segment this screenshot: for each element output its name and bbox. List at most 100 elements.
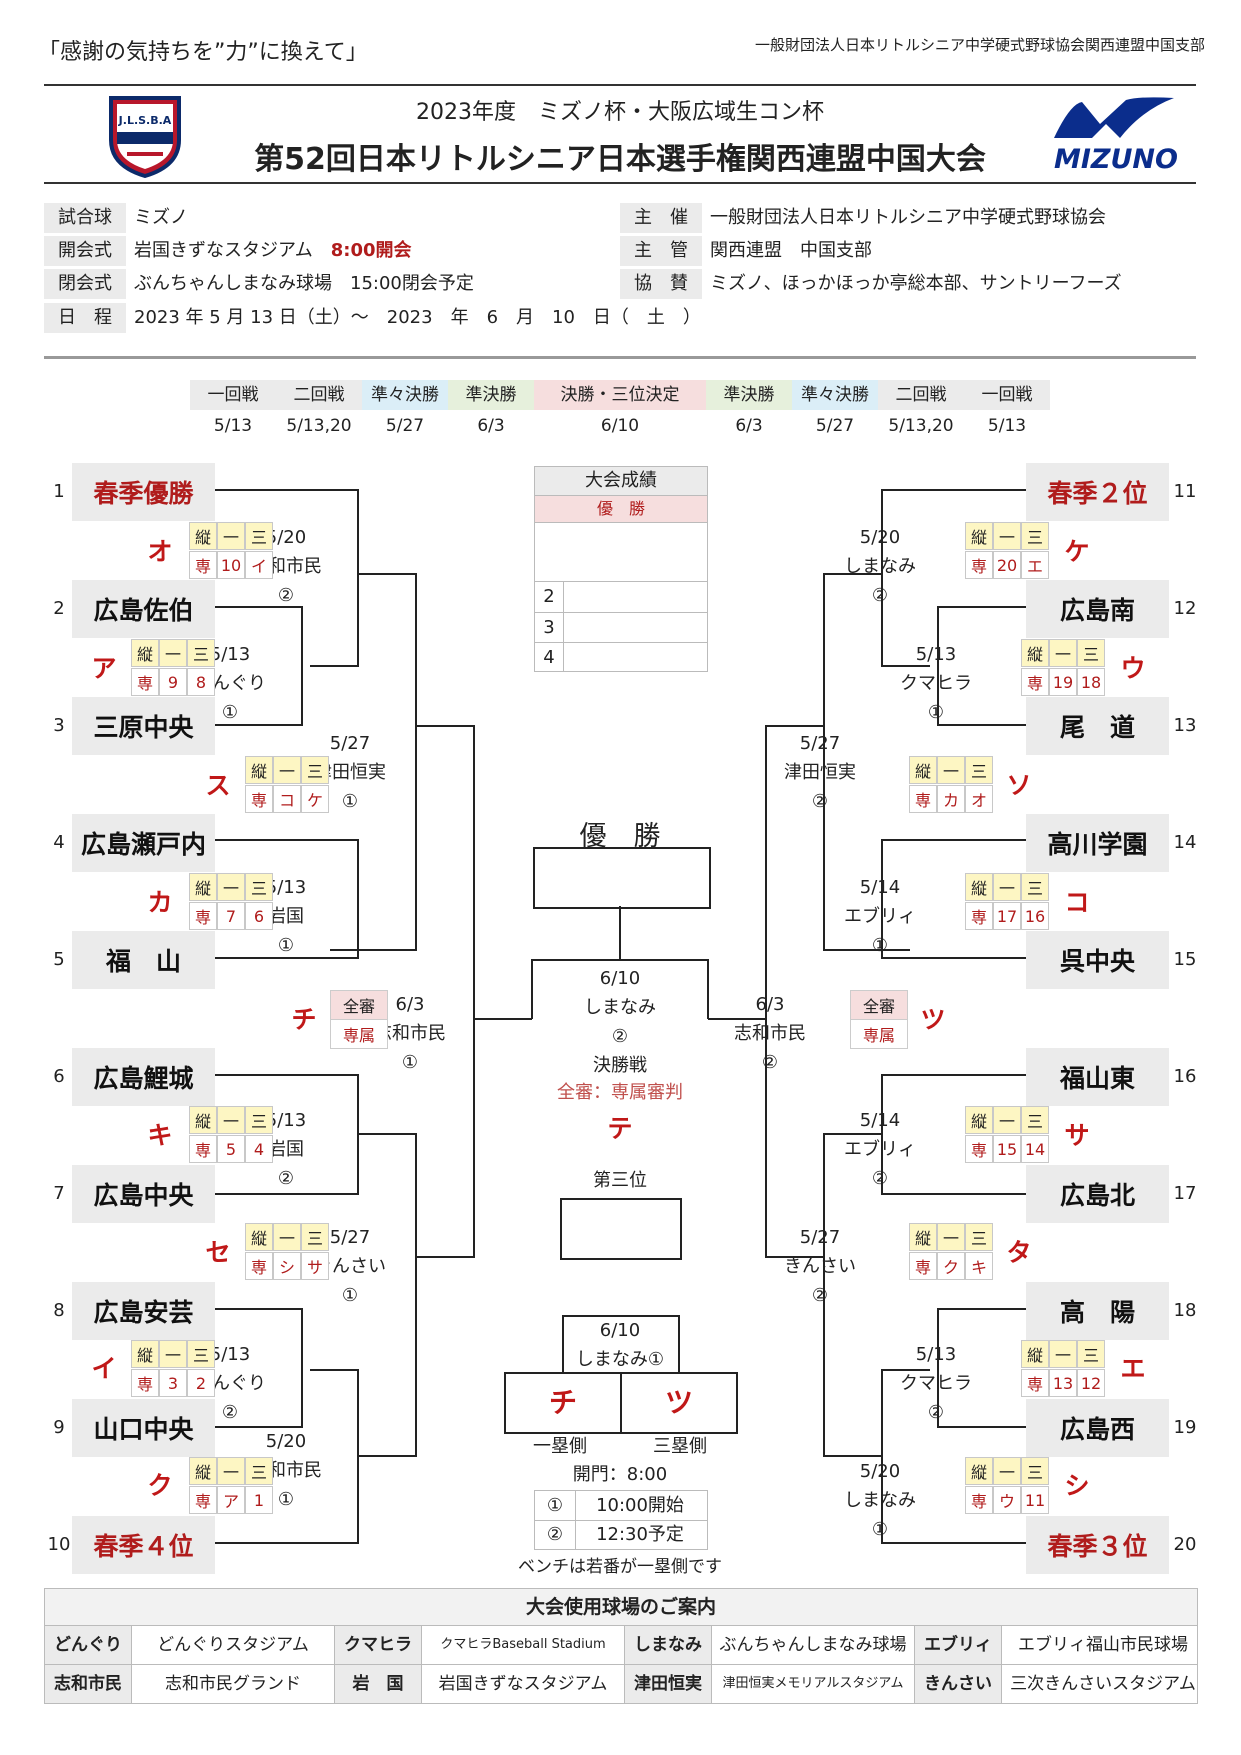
results-champion-cell <box>535 523 707 582</box>
round-name: 二回戦 <box>878 380 964 410</box>
ump-head: 三 <box>245 873 273 901</box>
ump-head: 縦 <box>245 1223 273 1251</box>
schedule-time: 10:00開始 <box>596 1495 684 1516</box>
organizer-line: 一般財団法人日本リトルシニア中学硬式野球協会関西連盟中国支部 <box>754 36 1205 54</box>
ump-prefix: 専 <box>965 902 993 930</box>
game-kana: ツ <box>920 1005 946 1034</box>
seed-number: 5 <box>53 949 65 970</box>
team-left-2: 広島佐伯 <box>72 580 215 638</box>
ump-prefix: 専 <box>909 785 937 813</box>
game-venue: 志和市民 <box>374 1023 446 1044</box>
ump-first: 20 <box>993 551 1021 579</box>
game-field: ② <box>761 1052 779 1073</box>
ump-first: 10 <box>217 551 245 579</box>
game-venue: 岩国 <box>268 906 304 927</box>
venue-name: ぶんちゃんしまなみ球場 <box>712 1626 915 1664</box>
round-7: 二回戦 5/13,20 <box>878 380 964 442</box>
venue-name: どんぐりスタジアム <box>132 1626 335 1664</box>
venue-title: 大会使用球場のご案内 <box>45 1589 1197 1626</box>
game-kana: ウ <box>1120 654 1146 683</box>
zen-box: 全審 専属 <box>330 990 388 1049</box>
ump-third: 11 <box>1021 1486 1049 1514</box>
seed-number: 2 <box>53 598 65 619</box>
game-kana: イ <box>91 1354 117 1383</box>
ump-head: 三 <box>1077 639 1105 667</box>
round-6: 準々決勝 5/27 <box>792 380 878 442</box>
game-venue: エブリィ <box>844 906 916 927</box>
seed-number: 16 <box>1173 1066 1197 1087</box>
game-kana: カ <box>147 888 173 917</box>
ump-head: 一 <box>937 1223 965 1251</box>
ump-first: 3 <box>159 1369 187 1397</box>
ump-head: 縦 <box>965 873 993 901</box>
game-kana: ア <box>91 654 117 683</box>
venue-key: 津田恒実 <box>625 1665 712 1703</box>
venue-key: エブリィ <box>915 1626 1002 1664</box>
team-right-19: 広島西 <box>1026 1399 1169 1457</box>
final-umpire: 全審：専属審判 <box>557 1082 683 1103</box>
ump-prefix: 専 <box>131 668 159 696</box>
game-venue: 志和市民 <box>734 1023 806 1044</box>
game-kana: ソ <box>1006 771 1032 800</box>
round-2: 準々決勝 5/27 <box>362 380 448 442</box>
game-field: ② <box>811 791 829 812</box>
ump-head: 三 <box>1077 1340 1105 1368</box>
umpire-box: 縦 一 三 専 20 エ <box>965 522 1051 580</box>
game-venue: きんさい <box>314 1256 386 1277</box>
umpire-box: 縦 一 三 専 5 4 <box>189 1106 275 1164</box>
rank-number: 3 <box>535 613 564 642</box>
third-date: 6/10 <box>599 1320 641 1341</box>
game-kana: エ <box>1120 1354 1146 1383</box>
ump-head: 三 <box>187 639 215 667</box>
game-field: ② <box>221 1402 239 1423</box>
umpire-box: 縦 一 三 専 13 12 <box>1021 1340 1107 1398</box>
team-right-11: 春季２位 <box>1026 463 1169 521</box>
ump-prefix: 専 <box>965 551 993 579</box>
round-0: 一回戦 5/13 <box>190 380 276 442</box>
game-date: 5/13 <box>915 1344 957 1365</box>
venue-key: クマヒラ <box>335 1626 422 1664</box>
team-left-10: 春季４位 <box>72 1516 215 1574</box>
umpire-box: 縦 一 三 専 3 2 <box>131 1340 217 1398</box>
ump-head: 三 <box>1021 522 1049 550</box>
venue-name: 三次きんさいスタジアム <box>1010 1674 1196 1694</box>
round-8: 一回戦 5/13 <box>964 380 1050 442</box>
ump-head: 縦 <box>909 756 937 784</box>
schedule-no: ① <box>535 1491 576 1520</box>
seed-number: 3 <box>53 715 65 736</box>
info-label: 協 賛 <box>620 269 702 299</box>
ump-first: ア <box>217 1486 245 1514</box>
game-field: ② <box>277 585 295 606</box>
seed-number: 11 <box>1173 481 1197 502</box>
seed-number: 14 <box>1173 832 1197 853</box>
round-4: 決勝・三位決定 6/10 <box>534 380 706 442</box>
info-label: 開会式 <box>44 236 126 266</box>
info-value: 一般財団法人日本リトルシニア中学硬式野球協会 <box>710 207 1106 228</box>
game-kana: チ <box>291 1005 317 1034</box>
seed-number: 18 <box>1173 1300 1197 1321</box>
header-rule-top <box>44 84 1196 86</box>
ump-first: 15 <box>993 1135 1021 1163</box>
ump-prefix: 専 <box>1021 1369 1049 1397</box>
ump-head: 縦 <box>189 1457 217 1485</box>
game-field: ① <box>871 1519 889 1540</box>
ump-third: ケ <box>301 785 329 813</box>
venue-name: 津田恒実メモリアルスタジアム <box>712 1665 915 1703</box>
ump-head: 三 <box>245 1457 273 1485</box>
ump-head: 縦 <box>245 756 273 784</box>
round-name: 二回戦 <box>276 380 362 410</box>
game-field: ① <box>341 791 359 812</box>
opening-time: 8:00開会 <box>330 240 412 261</box>
results-title: 大会成績 <box>535 467 707 496</box>
umpire-box: 縦 一 三 専 10 イ <box>189 522 275 580</box>
round-name: 一回戦 <box>964 380 1050 410</box>
schedule-time: 12:30予定 <box>596 1524 684 1545</box>
ump-head: 三 <box>245 1106 273 1134</box>
round-1: 二回戦 5/13,20 <box>276 380 362 442</box>
ump-head: 一 <box>1049 1340 1077 1368</box>
game-date: 6/3 <box>755 994 785 1015</box>
results-rank-4: 4 <box>535 643 707 672</box>
